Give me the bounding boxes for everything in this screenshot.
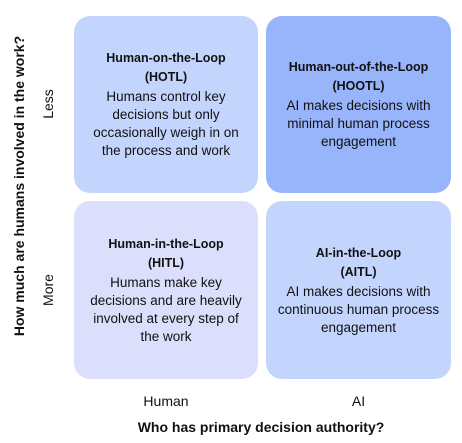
quadrant-hotl-abbr: (HOTL) [144,70,188,84]
quadrant-hootl-name: Human-out-of-the-Loop [288,60,429,74]
y-tick-less: Less [40,89,56,119]
y-tick-more: More [40,274,56,306]
quadrant-hitl-name: Human-in-the-Loop [108,236,224,251]
quadrant-hootl-description: AI makes decisions with minimal human pr… [286,98,431,149]
quadrant-hotl-name: Human-on-the-Loop [106,51,226,65]
quadrant-hotl-description: Humans control key decisions but only oc… [93,89,239,158]
x-axis-title: Who has primary decision authority? [137,419,385,435]
quadrant-hootl: Human-out-of-the-Loop (HOOTL) AI makes d… [266,16,451,193]
x-tick-ai: AI [351,393,366,409]
quadrant-hitl-description: Humans make key decisions and are heavil… [90,274,242,344]
quadrant-aitl: AI-in-the-Loop (AITL) AI makes decisions… [266,201,451,379]
quadrant-aitl-description: AI makes decisions with continuous human… [277,283,440,335]
quadrant-aitl-abbr: (AITL) [340,264,377,279]
quadrant-hootl-abbr: (HOOTL) [332,79,385,93]
x-tick-human: Human [143,393,189,409]
quadrant-aitl-name: AI-in-the-Loop [315,245,402,260]
quadrant-hitl-abbr: (HITL) [147,255,185,270]
quadrant-hotl: Human-on-the-Loop (HOTL) Humans control … [74,16,258,193]
quadrant-hitl: Human-in-the-Loop (HITL) Humans make key… [74,201,258,379]
y-axis-title: How much are humans involved in the work… [11,35,27,337]
